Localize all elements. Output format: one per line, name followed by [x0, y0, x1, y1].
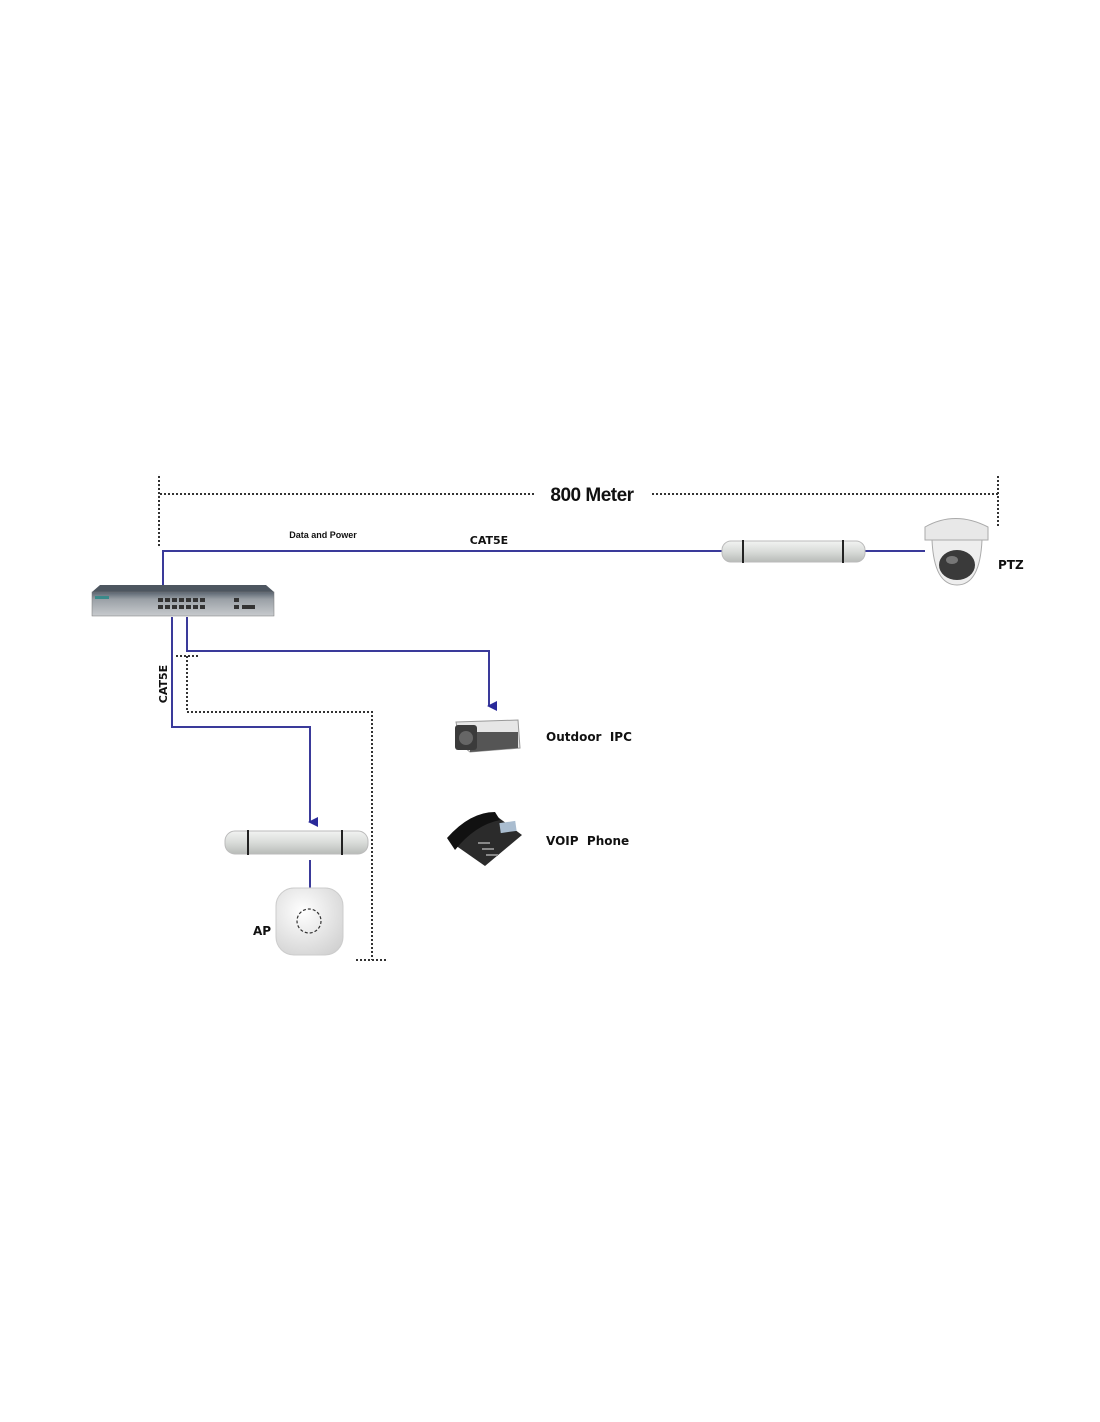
outdoor-ipc-label: Outdoor IPC [546, 730, 632, 744]
cable-label-top: CAT5E [470, 534, 508, 547]
data-and-power-label: Data and Power [289, 530, 357, 540]
ptz-camera-icon [924, 518, 989, 586]
poe-switch [91, 585, 275, 617]
distance-dimension [158, 476, 999, 546]
poe-extender-ap [224, 830, 369, 855]
voip-phone-label: VOIP Phone [546, 834, 629, 848]
distance-label: 800 Meter [550, 485, 634, 506]
outdoor-ipc-icon [455, 719, 521, 753]
ptz-label: PTZ [998, 558, 1024, 572]
ap-label: AP [253, 924, 271, 938]
dotted-boundary [176, 655, 388, 961]
cable-label-side: CAT5E [157, 665, 170, 703]
poe-extender-ptz [721, 540, 866, 563]
access-point-icon [275, 887, 344, 956]
voip-phone-icon [447, 812, 522, 866]
cable-links [162, 550, 925, 888]
